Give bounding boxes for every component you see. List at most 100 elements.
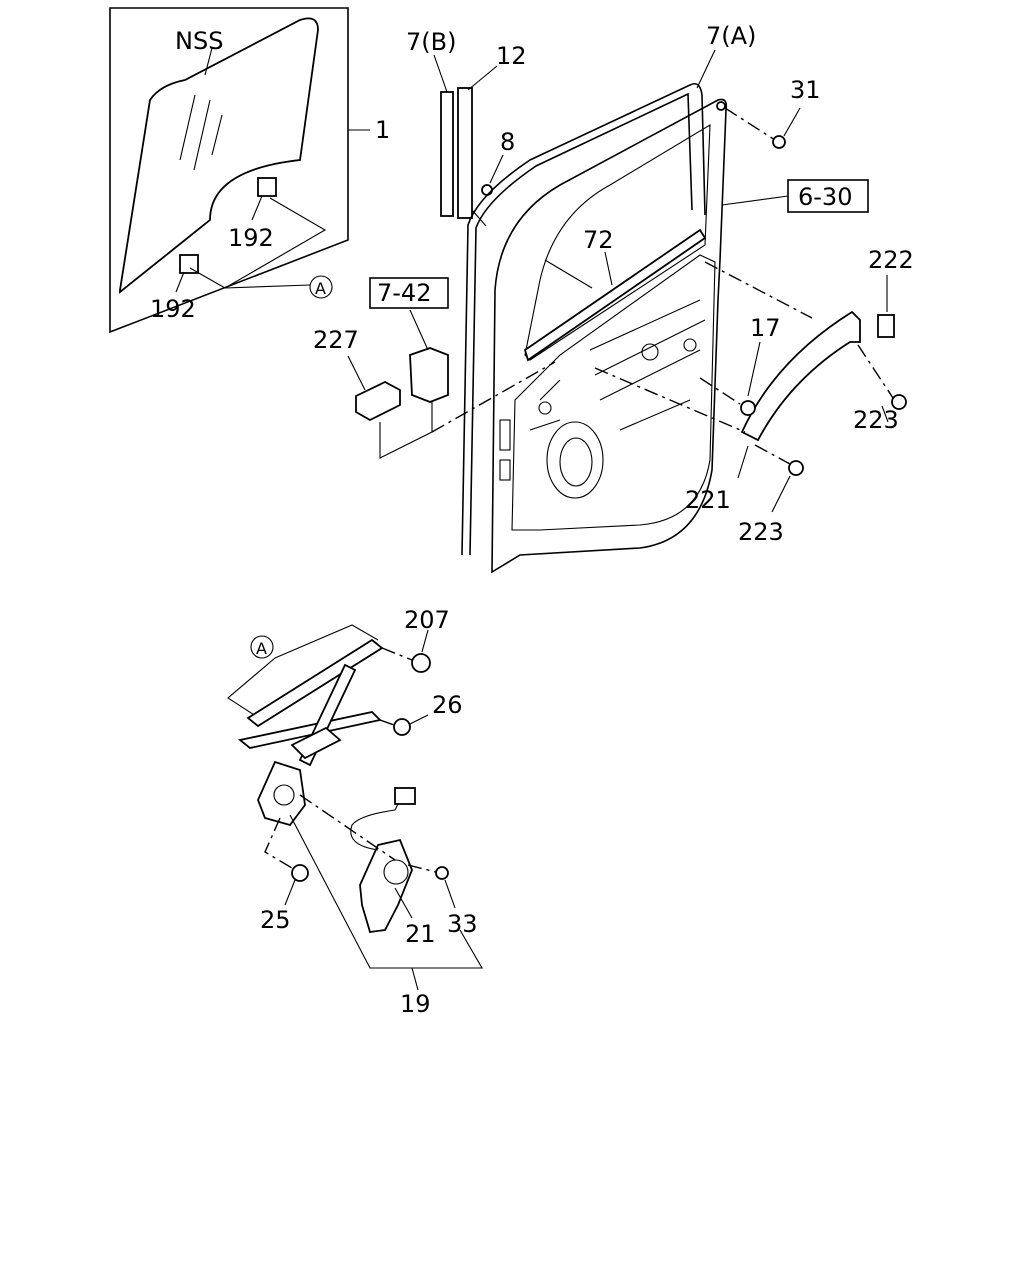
dash-25 [264, 817, 293, 869]
ref-box-6-30 [787, 179, 869, 213]
bracket-19 [289, 814, 483, 991]
regulator-group [227, 624, 483, 991]
leader-25 [284, 879, 296, 906]
motor-connector [394, 787, 416, 805]
ref-circle-a-top [309, 275, 333, 299]
glass-clip-lower [179, 254, 199, 274]
screw-223b [788, 460, 804, 476]
dash-31 [724, 107, 776, 141]
dash-moulding-2 [594, 367, 746, 433]
leader-8 [489, 154, 504, 184]
label-72: 72 [583, 226, 614, 254]
ref-box-7-42 [369, 277, 449, 309]
screw-31 [772, 135, 786, 149]
bolt-25 [291, 864, 309, 882]
dash-33 [407, 864, 437, 873]
leader-221 [737, 445, 749, 479]
run-channel-7b [440, 91, 454, 217]
sash-12 [457, 87, 473, 219]
door-group [461, 49, 801, 574]
label-ref-a-bottom: A [256, 639, 267, 658]
screw-33 [435, 866, 449, 880]
callout-labels: NSS 1 192 192 A 7(B) 12 8 7(A) 31 6-30 7… [150, 22, 914, 1018]
leader-7b [433, 54, 448, 93]
regulator-pivot [273, 784, 295, 806]
leader-192a [251, 195, 263, 221]
label-227: 227 [313, 326, 359, 354]
weatherstrip-7a-inner [469, 92, 693, 556]
screw-8 [481, 184, 493, 196]
leader-72 [604, 251, 613, 286]
moulding-group [594, 261, 907, 513]
speaker-hole [546, 421, 604, 499]
glass-clip-upper [257, 177, 277, 197]
speaker-hole-inner [559, 437, 593, 487]
door-slot-1 [499, 419, 511, 451]
door-hole-2 [683, 338, 697, 352]
motor-wire [350, 799, 401, 851]
label-1: 1 [375, 116, 390, 144]
glass-reflection-3 [211, 114, 223, 156]
label-7-42: 7-42 [377, 279, 431, 307]
label-7a: 7(A) [706, 22, 756, 50]
screw-223a [891, 394, 907, 410]
clip-bracket [379, 402, 433, 459]
label-26: 26 [432, 691, 463, 719]
label-31: 31 [790, 76, 821, 104]
label-7b: 7(B) [406, 28, 456, 56]
leader-21 [394, 887, 413, 919]
label-17: 17 [750, 314, 781, 342]
label-12: 12 [496, 42, 527, 70]
leader-26 [409, 714, 429, 725]
door-reinforcement [529, 299, 706, 431]
leader-223b [771, 475, 791, 513]
leader-33 [444, 879, 456, 909]
label-8: 8 [500, 128, 515, 156]
label-33: 33 [447, 910, 478, 938]
label-221: 221 [685, 486, 731, 514]
leader-72b [544, 259, 593, 289]
label-207: 207 [404, 606, 450, 634]
leader-227 [347, 355, 366, 391]
dash-clip [431, 361, 556, 433]
regulator-arm-2 [290, 726, 342, 760]
leader-223a [881, 405, 889, 423]
leader-12 [467, 65, 498, 91]
regulator-rail-upper [246, 638, 384, 728]
door-slot-2 [499, 459, 511, 481]
label-25: 25 [260, 906, 291, 934]
door-window-frame [524, 124, 711, 361]
clip-7-42 [409, 347, 449, 403]
label-223-lower: 223 [738, 518, 784, 546]
glass-reflection-2 [193, 99, 211, 171]
leader-207 [421, 629, 429, 653]
dash-207 [381, 647, 413, 661]
leader-7a [696, 49, 716, 89]
label-19: 19 [400, 990, 431, 1018]
moulding-221 [740, 310, 861, 442]
leader-17 [747, 341, 761, 397]
leader-192b [175, 271, 185, 293]
dash-26 [379, 719, 395, 726]
dash-223a [857, 344, 894, 399]
nut-26 [393, 718, 411, 736]
clip-227 [355, 380, 401, 422]
leader-7-42 [409, 309, 429, 351]
ref-circle-a-bottom [250, 635, 274, 659]
dash-223b [754, 444, 791, 465]
door-hole-3 [538, 401, 552, 415]
leader-nss [204, 47, 213, 76]
label-192-upper: 192 [228, 224, 274, 252]
label-6-30: 6-30 [798, 183, 852, 211]
channel-group [433, 54, 504, 227]
bolt-207 [411, 653, 431, 673]
label-ref-a-top: A [315, 279, 326, 298]
door-inner-panel [511, 254, 716, 531]
label-21: 21 [405, 920, 436, 948]
bolt-17 [740, 400, 756, 416]
panel-hole-31 [716, 101, 726, 111]
leader-6-30 [721, 195, 789, 206]
motor-gear [383, 859, 409, 885]
glass-panel-group [109, 7, 370, 334]
